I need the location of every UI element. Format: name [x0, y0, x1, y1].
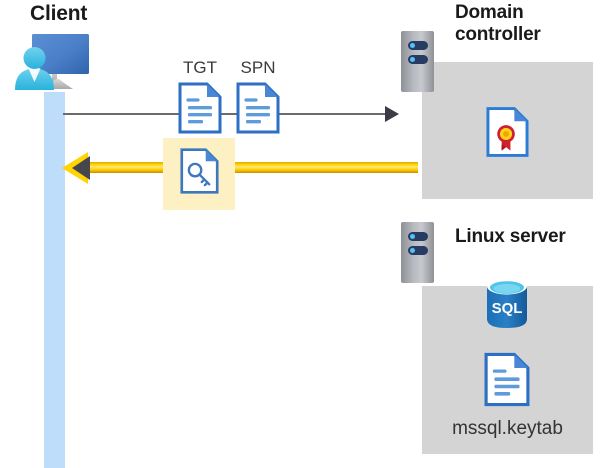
- request-arrow-head: [385, 106, 399, 122]
- linux-server-icon: [401, 222, 434, 283]
- server-bay-icon: [408, 232, 428, 241]
- server-led-icon: [410, 43, 415, 48]
- server-bay-icon: [408, 246, 428, 255]
- domain-controller-server-icon: [401, 31, 434, 92]
- server-led-icon: [410, 57, 415, 62]
- domain-controller-title: Domain controller: [455, 2, 541, 46]
- sql-database-icon: SQL: [483, 277, 531, 330]
- tgt-document-icon: [178, 82, 222, 134]
- key-document-icon: [180, 146, 219, 196]
- tgt-label: TGT: [183, 58, 217, 77]
- linux-server-title: Linux server: [455, 226, 566, 247]
- server-led-icon: [410, 234, 415, 239]
- client-lifeline-bar: [44, 92, 65, 468]
- user-workstation-icon: [8, 27, 94, 99]
- certificate-document-icon: [486, 106, 529, 158]
- sql-badge-text: SQL: [492, 300, 523, 317]
- spn-document-icon: [236, 82, 280, 134]
- keytab-document-icon: [484, 352, 530, 407]
- spn-label: SPN: [240, 58, 276, 77]
- server-bay-icon: [408, 41, 428, 50]
- server-bay-icon: [408, 55, 428, 64]
- response-arrow-line: [85, 162, 418, 173]
- client-title: Client: [30, 2, 88, 25]
- request-arrow-line: [63, 113, 387, 115]
- keytab-filename-label: mssql.keytab: [452, 418, 563, 439]
- server-led-icon: [410, 248, 415, 253]
- response-arrow-head: [72, 156, 90, 180]
